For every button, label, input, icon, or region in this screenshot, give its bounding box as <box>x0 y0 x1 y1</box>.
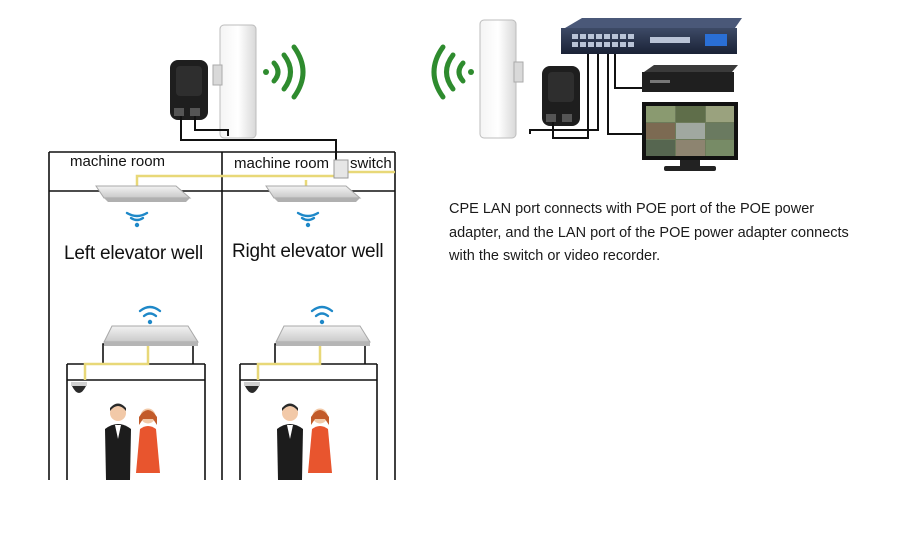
wifi-signal-icon <box>138 305 334 325</box>
couple-figure-icon <box>277 403 332 480</box>
car-cpe-right <box>275 325 371 346</box>
couple-figure-icon <box>105 403 160 480</box>
ceiling-cpe-right <box>265 185 362 202</box>
cpe-group-left <box>170 24 337 165</box>
cpe-group-right <box>431 18 742 171</box>
switch-box <box>333 159 349 179</box>
car-cpe-left <box>103 325 199 346</box>
network-switch-icon <box>561 18 742 54</box>
ceiling-cpe-left <box>95 185 192 202</box>
monitor-icon <box>642 102 738 171</box>
cpe-device-icon <box>212 24 257 139</box>
left-well-label: Left elevator well <box>64 243 203 264</box>
dome-camera-icon <box>244 382 260 393</box>
right-well-label: Right elevator well <box>232 241 384 262</box>
poe-adapter-icon <box>542 66 580 126</box>
video-recorder-icon <box>642 65 738 92</box>
machine-room-label-right: machine room <box>234 155 330 172</box>
wifi-signal-icon <box>125 211 320 228</box>
machine-room-label-left: machine room <box>70 153 166 170</box>
cpe-device-icon <box>479 19 524 139</box>
switch-label: switch <box>350 155 392 172</box>
wifi-signal-icon <box>263 44 306 100</box>
ethernet-cables <box>83 170 395 380</box>
dome-camera-icon <box>71 382 87 393</box>
caption-text: CPE LAN port connects with POE port of t… <box>449 201 849 264</box>
wifi-signal-icon <box>431 44 474 100</box>
poe-adapter-icon <box>170 60 208 120</box>
